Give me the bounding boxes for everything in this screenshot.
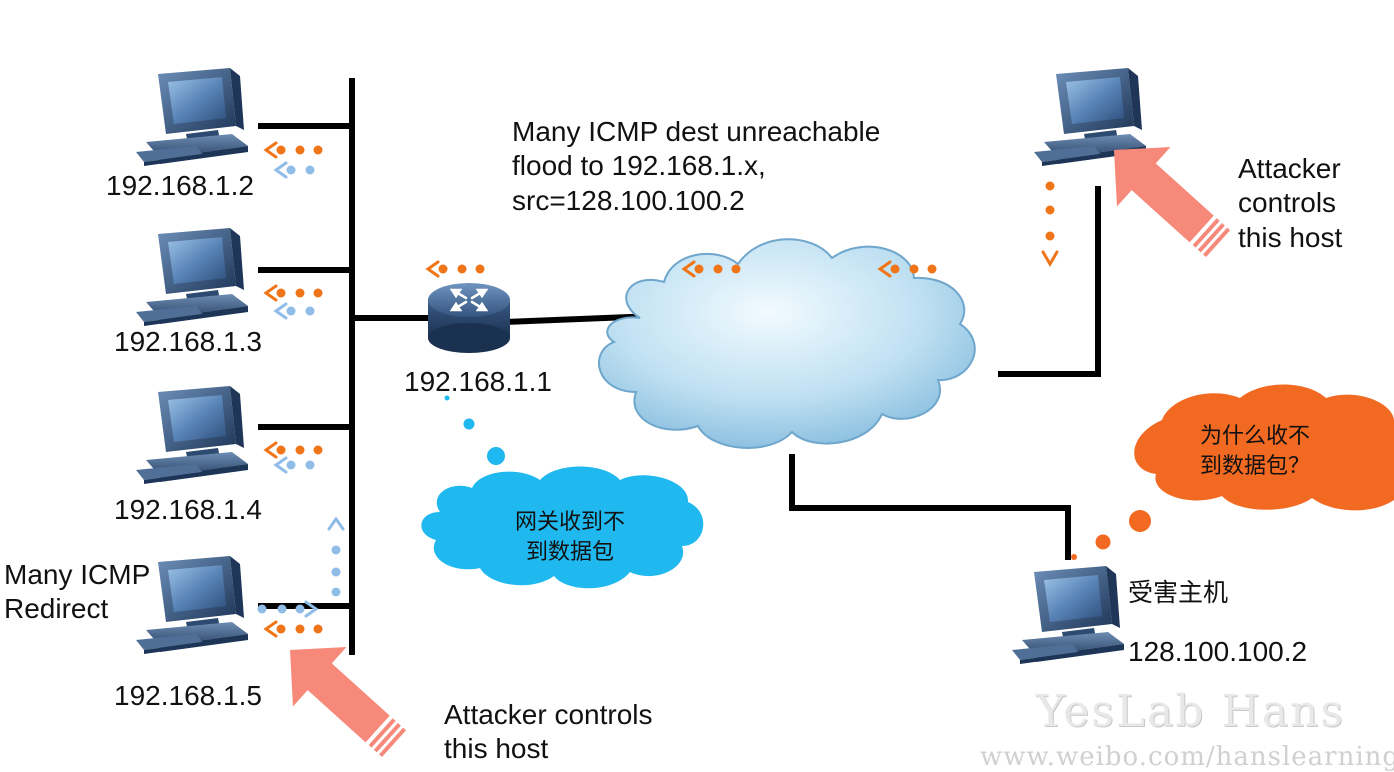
packet-dot <box>276 445 286 455</box>
packet-dot <box>1045 205 1055 215</box>
packet-dot <box>331 567 341 577</box>
packet-dot <box>694 264 704 274</box>
packet-arrowhead-icon <box>681 260 696 278</box>
packet-dot <box>909 264 919 274</box>
packet-arrowhead-icon <box>273 161 288 179</box>
packet-dot <box>305 306 315 316</box>
watermark-url: www.weibo.com/hanslearning <box>980 742 1394 772</box>
packet-arrowhead-icon <box>1041 250 1059 267</box>
host-ip-label: 192.168.1.3 <box>114 326 262 357</box>
packet-dot <box>313 445 323 455</box>
victim-name-label: 受害主机 <box>1128 578 1229 607</box>
host-computer-icon <box>136 386 248 484</box>
packet-dot <box>313 145 323 155</box>
packet-dot <box>457 264 467 274</box>
packet-dot <box>276 288 286 298</box>
attacker-local-label: Attacker controls this host <box>444 699 653 765</box>
packet-dot <box>438 264 448 274</box>
victim-bubble-text: 为什么收不 到数据包？ <box>1199 424 1310 479</box>
victim-computer-icon <box>1012 566 1124 664</box>
packet-dot <box>313 624 323 634</box>
packet-arrowhead-icon <box>877 260 892 278</box>
packet-dot <box>475 264 485 274</box>
host-computer-icon <box>136 68 248 166</box>
packet-dot <box>713 264 723 274</box>
attacker-remote-link-line <box>998 186 1101 377</box>
packet-dot <box>295 624 305 634</box>
attacker-local-arrow-icon <box>290 647 407 758</box>
packet-dot <box>295 145 305 155</box>
packet-dot <box>286 306 296 316</box>
packet-arrowhead-icon <box>425 260 440 278</box>
packet-dot <box>257 604 267 614</box>
packet-arrowhead-icon <box>263 141 278 159</box>
gateway-thought-bubble-icon <box>421 395 704 589</box>
attacker-remote-label: Attacker controls this host <box>1238 153 1343 253</box>
packet-dot <box>890 264 900 274</box>
packet-arrowhead-icon <box>263 620 278 638</box>
packet-arrowhead-icon <box>327 516 345 531</box>
watermark: YesLab Hans <box>1036 686 1345 737</box>
packet-dot <box>731 264 741 274</box>
packet-arrowhead-icon <box>304 600 319 618</box>
packet-dot <box>305 165 315 175</box>
packet-arrowhead-icon <box>263 284 278 302</box>
packet-dot <box>277 604 287 614</box>
packet-arrowhead-icon <box>263 441 278 459</box>
router-ip-label: 192.168.1.1 <box>404 366 552 397</box>
host-ip-label: 192.168.1.2 <box>106 170 254 201</box>
router-icon <box>428 283 510 353</box>
packet-dot <box>295 445 305 455</box>
attacker-remote-arrow-icon <box>1114 147 1231 258</box>
victim-ip-label: 128.100.100.2 <box>1128 636 1308 667</box>
host-computer-icon <box>136 228 248 326</box>
packet-dot <box>286 165 296 175</box>
packet-arrowhead-icon <box>273 302 288 320</box>
gateway-bubble-text: 网关收到不 到数据包 <box>514 510 625 565</box>
packet-dot <box>313 288 323 298</box>
packet-arrowhead-icon <box>273 456 288 474</box>
packet-dot <box>276 624 286 634</box>
packet-dot <box>286 460 296 470</box>
packet-dot <box>927 264 937 274</box>
packet-dot <box>331 587 341 597</box>
packet-dot <box>276 145 286 155</box>
host-computer-icon <box>136 556 248 654</box>
packet-dot <box>295 288 305 298</box>
host-ip-label: 192.168.1.4 <box>114 494 262 525</box>
flood-note: Many ICMP dest unreachable flood to 192.… <box>512 116 881 216</box>
packet-dot <box>1045 231 1055 241</box>
redirect-note: Many ICMP Redirect <box>4 559 151 625</box>
packet-dot <box>331 545 341 555</box>
packet-dot <box>305 460 315 470</box>
packet-dot <box>295 604 305 614</box>
victim-link-line <box>789 454 1071 560</box>
host-ip-label: 192.168.1.5 <box>114 680 262 711</box>
packet-dot <box>1045 181 1055 191</box>
victim-thought-bubble-icon <box>1071 384 1394 560</box>
internet-cloud-icon <box>598 238 976 449</box>
